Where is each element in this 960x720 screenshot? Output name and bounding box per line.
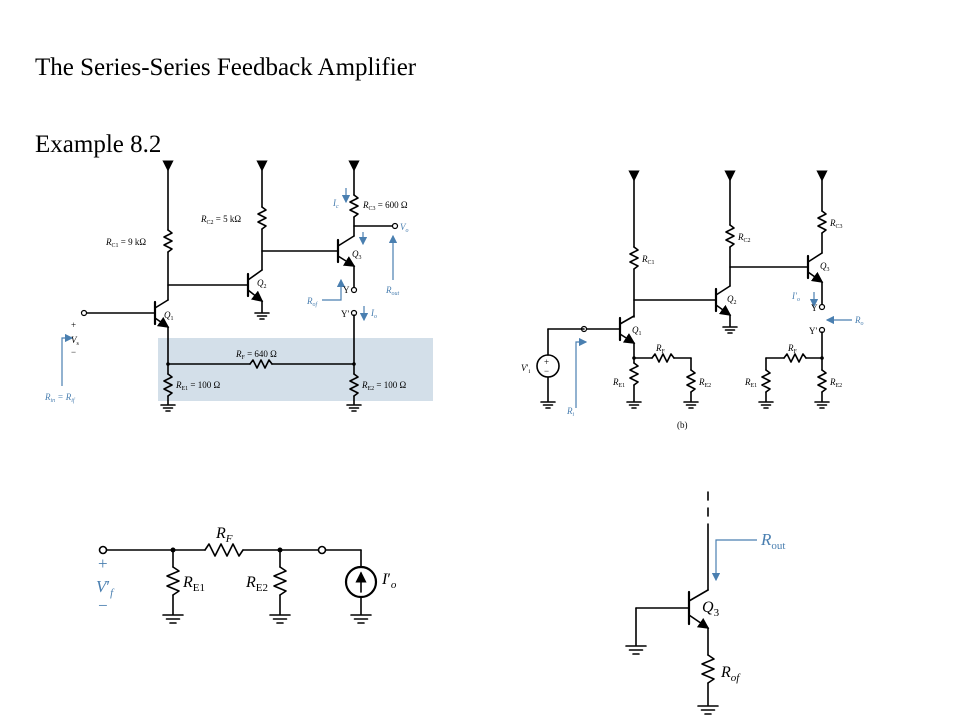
re1a-label: RE1: [612, 377, 625, 389]
y-prime-label-b: Y′: [809, 326, 817, 336]
rc3-label: RC3 = 600 Ω: [362, 200, 408, 212]
q3-label: Q3: [352, 249, 362, 261]
re2a-resistor: [686, 369, 696, 393]
rof-label: Rof: [306, 296, 319, 308]
q3-label-d: Q3: [702, 599, 720, 619]
rc2-resistor: [257, 206, 267, 230]
circuit-d: Q3 Rout Rof: [625, 491, 785, 715]
ri-arrow: [575, 337, 588, 408]
vf-label: V′f: [96, 577, 115, 599]
io-label-b: I′o: [791, 291, 800, 303]
rc1-resistor-b: [629, 246, 639, 270]
rc2-resistor-b: [725, 224, 735, 248]
rf-label-b2: RF: [787, 343, 798, 355]
rf-resistor-b2: [783, 353, 807, 363]
q3-label-b: Q3: [820, 261, 830, 273]
slide-title: The Series-Series Feedback Amplifier: [35, 54, 417, 81]
q1-label: Q1: [164, 310, 174, 322]
rc3-resistor-b: [817, 210, 827, 234]
rf-resistor-b1: [651, 353, 675, 363]
rf-label: RF = 640 Ω: [235, 349, 277, 361]
vf-minus: −: [98, 596, 108, 615]
q2-label-b: Q2: [727, 294, 737, 306]
vs-minus: −: [71, 347, 76, 357]
vi-minus: −: [544, 366, 549, 376]
vo-label: Vo: [400, 222, 409, 234]
rf-resistor: [249, 359, 273, 369]
re1b-resistor: [761, 369, 771, 393]
re1-label-c: RE1: [182, 574, 205, 594]
vs-label: Vs: [71, 335, 80, 347]
re2b-resistor: [817, 369, 827, 393]
rc2-label: RC2 = 5 kΩ: [200, 214, 241, 226]
rout-arrow-d: [711, 539, 757, 582]
rc2-label-b: RC2: [737, 232, 751, 244]
rin-arrow: [61, 333, 74, 386]
rc1-label-b: RC1: [641, 254, 655, 266]
rc1-resistor: [163, 229, 173, 253]
re2-label: RE2 = 100 Ω: [361, 380, 406, 392]
rf-resistor-c: [204, 543, 244, 557]
rof-resistor-d: [701, 654, 715, 684]
rc3-resistor: [349, 194, 359, 218]
rc1-label: RC1 = 9 kΩ: [105, 237, 146, 249]
re2a-label: RE2: [698, 377, 711, 389]
q2-label: Q2: [257, 278, 267, 290]
vi-plus: +: [544, 357, 549, 367]
ro-label: Ro: [854, 315, 864, 327]
re2-resistor: [349, 373, 359, 397]
re1-resistor: [163, 373, 173, 397]
rout-label: Rout: [385, 285, 400, 297]
feedback-network-shade: [158, 338, 433, 401]
re2b-label: RE2: [829, 377, 842, 389]
y-prime-label: Y′: [341, 309, 349, 319]
io-label-c: I′o: [381, 571, 397, 591]
y-label-b: Y: [811, 303, 818, 313]
rc3-label-b: RC3: [829, 218, 843, 230]
ri-label: Ri: [566, 406, 575, 418]
re2-label-c: RE2: [245, 574, 268, 594]
rf-label-b1: RF: [655, 343, 666, 355]
circuit-b: + −: [521, 170, 864, 430]
rf-label-c: RF: [215, 525, 233, 545]
ic-label: Ic: [332, 198, 339, 210]
caption-b: (b): [677, 420, 688, 430]
re1b-label: RE1: [744, 377, 757, 389]
rout-label-d: Rout: [760, 530, 785, 552]
vs-plus: +: [71, 320, 76, 330]
re1-label: RE1 = 100 Ω: [175, 380, 220, 392]
re2-resistor-c: [273, 566, 287, 596]
rof-label-d: Rof: [720, 664, 741, 684]
circuit-a: RC1 = 9 kΩ RC2 = 5 kΩ RC3 = 600 Ω RF = 6…: [44, 160, 433, 412]
q1-label-b: Q1: [632, 325, 642, 337]
rin-label: Rin = Rif: [44, 392, 76, 404]
y-label: Y: [343, 285, 350, 295]
rof-arrow: [322, 278, 346, 301]
vf-plus: +: [98, 554, 108, 573]
example-label: Example 8.2: [35, 131, 162, 158]
io-label: Io: [370, 308, 377, 320]
re1a-resistor: [629, 362, 639, 386]
circuit-c: + V′f − RF RE1 RE2 I′o: [96, 525, 397, 624]
re1-resistor-c: [166, 566, 180, 596]
vi-label: V′i: [521, 363, 530, 375]
